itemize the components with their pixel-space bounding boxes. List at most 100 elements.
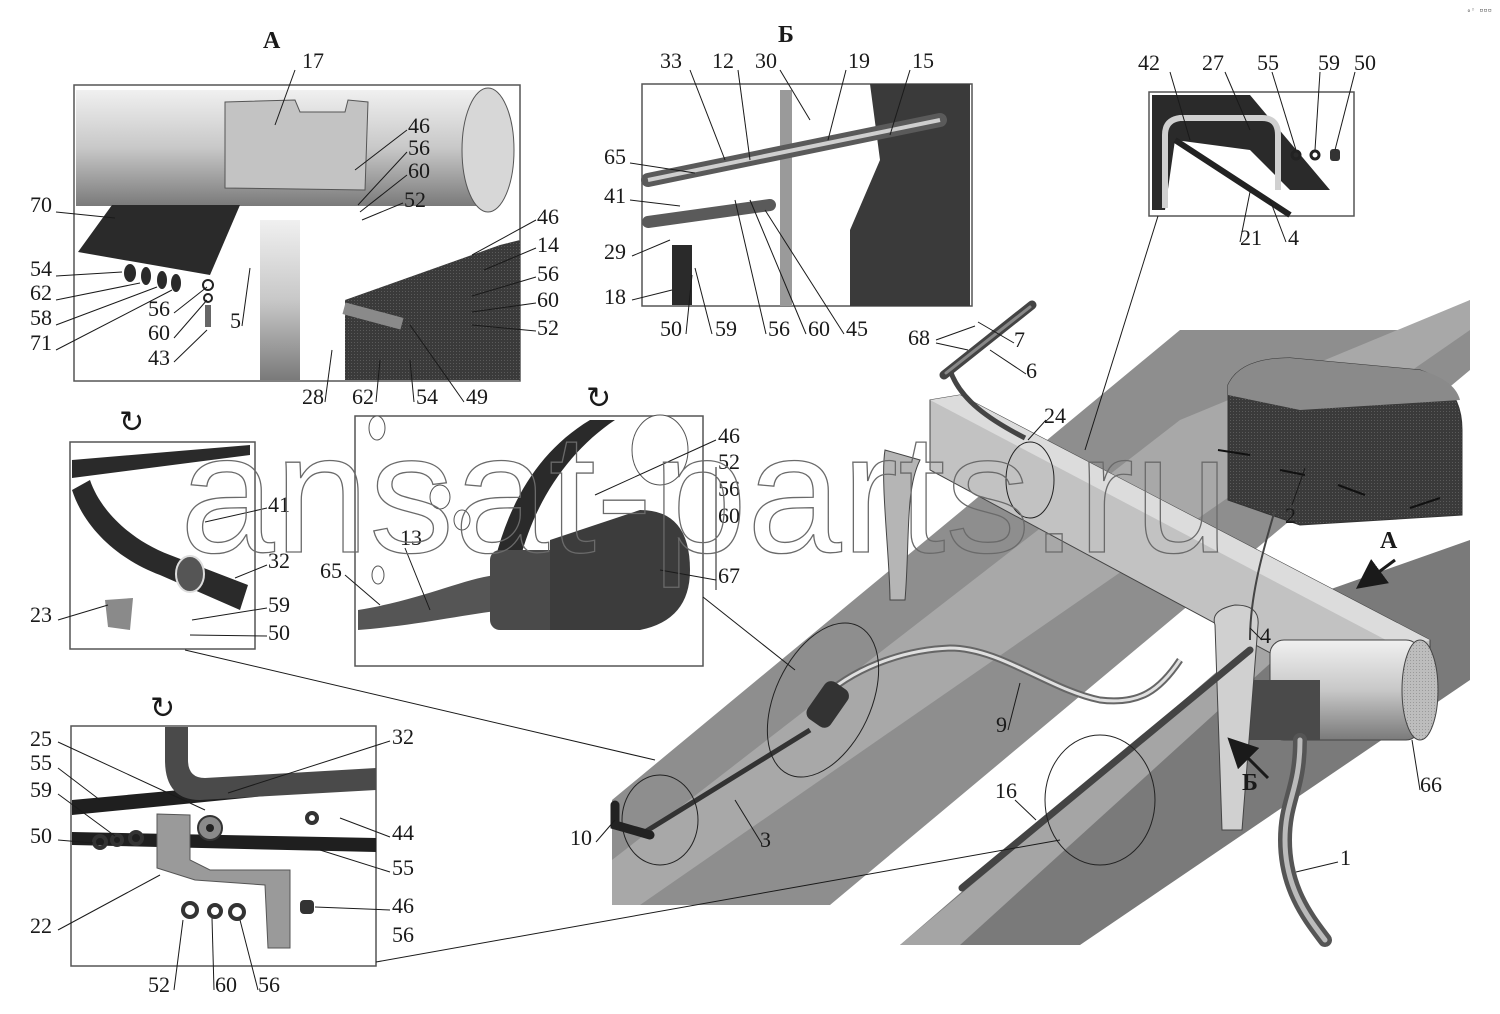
callout-54-bottom: 54 xyxy=(416,384,438,409)
arrow-label-b: Б xyxy=(1242,770,1258,796)
view-label-a: А xyxy=(263,28,281,54)
callout-1: 1 xyxy=(1340,845,1351,870)
pipe-4 xyxy=(1249,509,1276,641)
callout-62: 62 xyxy=(30,280,52,305)
callout-46-e: 46 xyxy=(718,423,740,448)
tube-6 xyxy=(947,369,1027,441)
frame-bracket xyxy=(883,449,921,601)
callout-27: 27 xyxy=(1202,50,1224,75)
leader-panel-d xyxy=(184,649,656,761)
callout-55-f: 55 xyxy=(30,750,52,775)
leader-panel-f xyxy=(375,839,1061,963)
callout-58: 58 xyxy=(30,305,52,330)
callout-17: 17 xyxy=(302,48,324,73)
callout-13: 13 xyxy=(400,525,422,550)
callout-65: 65 xyxy=(604,144,626,169)
callout-41: 41 xyxy=(604,183,626,208)
callout-60-mid: 60 xyxy=(148,320,170,345)
callout-29: 29 xyxy=(604,239,626,264)
callout-68: 68 xyxy=(908,325,930,350)
callout-46-right: 46 xyxy=(537,204,559,229)
callout-9: 9 xyxy=(996,712,1007,737)
leader-panel-c xyxy=(1084,215,1159,451)
callout-19: 19 xyxy=(848,48,870,73)
view-arrow-a xyxy=(1355,558,1396,589)
panel-e: ↻ 46 52 56 60 13 65 67 xyxy=(320,381,796,671)
arrow-label-a: А xyxy=(1380,528,1398,554)
callout-24: 24 xyxy=(1044,403,1066,428)
callout-55-c: 55 xyxy=(1257,50,1279,75)
callout-56-f-bottom: 56 xyxy=(258,972,280,997)
watermark: ansat-parts.ru xyxy=(180,399,1229,589)
callout-59-b: 59 xyxy=(715,316,737,341)
callout-56-right: 56 xyxy=(537,261,559,286)
callout-6: 6 xyxy=(1026,358,1037,383)
callout-59-f: 59 xyxy=(30,777,52,802)
callout-60-right: 60 xyxy=(537,287,559,312)
filter-housing xyxy=(806,681,849,728)
callout-41-d: 41 xyxy=(268,492,290,517)
main-callouts: 68 7 6 24 2 4 9 16 10 3 1 66 А Б xyxy=(570,321,1442,873)
callout-52-right: 52 xyxy=(537,315,559,340)
callout-5: 5 xyxy=(230,308,241,333)
callout-4: 4 xyxy=(1260,623,1271,648)
callout-10: 10 xyxy=(570,825,592,850)
callout-60-f: 60 xyxy=(215,972,237,997)
fitting-10 xyxy=(610,800,655,840)
callout-23: 23 xyxy=(30,602,52,627)
callout-50-d: 50 xyxy=(268,620,290,645)
callout-70: 70 xyxy=(30,192,52,217)
callout-32-f: 32 xyxy=(392,724,414,749)
callout-43: 43 xyxy=(148,345,170,370)
callout-60: 60 xyxy=(408,158,430,183)
callout-52-e: 52 xyxy=(718,449,740,474)
rotate-icon-d: ↻ xyxy=(119,405,144,440)
callout-52-f: 52 xyxy=(148,972,170,997)
callout-42: 42 xyxy=(1138,50,1160,75)
corner-mark: ₒ◦ ▫▫▫ xyxy=(1466,6,1492,14)
battery-box-2 xyxy=(1217,357,1463,526)
callout-46: 46 xyxy=(408,113,430,138)
callout-59-c: 59 xyxy=(1318,50,1340,75)
main-assembly xyxy=(610,300,1470,947)
callout-12: 12 xyxy=(712,48,734,73)
callout-67: 67 xyxy=(718,563,740,588)
callout-21: 21 xyxy=(1240,225,1262,250)
panel-b: Б 33 12 30 19 15 65 41 29 18 50 59 56 60… xyxy=(604,22,973,341)
callout-14: 14 xyxy=(537,232,559,257)
callout-56: 56 xyxy=(408,135,430,160)
detail-circle-filter xyxy=(766,622,880,778)
callout-56-mid: 56 xyxy=(148,296,170,321)
callout-66: 66 xyxy=(1420,772,1442,797)
callout-56-b: 56 xyxy=(768,316,790,341)
callout-56-e: 56 xyxy=(718,476,740,501)
callout-44: 44 xyxy=(392,820,414,845)
callout-50-c: 50 xyxy=(1354,50,1376,75)
callout-50-b: 50 xyxy=(660,316,682,341)
callout-3: 3 xyxy=(760,827,771,852)
cross-member-top xyxy=(930,395,1430,650)
pipe-3 xyxy=(638,727,812,838)
callout-56-f: 56 xyxy=(392,922,414,947)
rotate-icon-e: ↻ xyxy=(586,381,611,416)
detail-circle-fitting xyxy=(621,774,699,866)
lever-bracket xyxy=(1213,604,1259,831)
callout-59-d: 59 xyxy=(268,592,290,617)
callout-46-f: 46 xyxy=(392,893,414,918)
callout-25: 25 xyxy=(30,726,52,751)
panel-f: ↻ 25 55 59 50 22 32 44 55 46 56 52 xyxy=(30,691,1061,997)
leader-panel-e xyxy=(702,596,796,671)
rotate-icon-f: ↻ xyxy=(150,691,175,726)
callout-45: 45 xyxy=(846,316,868,341)
callout-7: 7 xyxy=(1014,327,1025,352)
callout-54: 54 xyxy=(30,256,52,281)
callout-16: 16 xyxy=(995,778,1017,803)
callout-65-e: 65 xyxy=(320,558,342,583)
callout-60-e: 60 xyxy=(718,503,740,528)
callout-4-c: 4 xyxy=(1288,225,1299,250)
callout-50-f: 50 xyxy=(30,823,52,848)
callout-60-b: 60 xyxy=(808,316,830,341)
detail-circle-cross xyxy=(1005,441,1055,519)
receiver-66 xyxy=(1240,639,1439,741)
callout-49: 49 xyxy=(466,384,488,409)
